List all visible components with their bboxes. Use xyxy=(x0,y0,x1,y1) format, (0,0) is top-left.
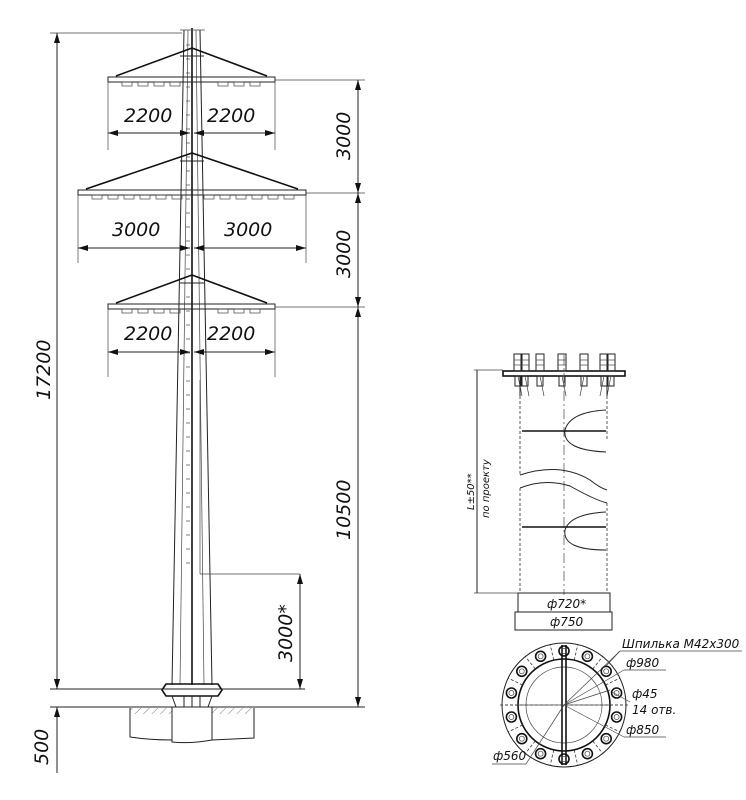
foundation-depth-dimension: 500 xyxy=(31,729,53,765)
tower-elevation xyxy=(50,28,365,744)
bolt-hole xyxy=(524,740,547,760)
bolt-hole xyxy=(581,650,604,670)
bolt-hole xyxy=(573,747,594,766)
bolt-hole xyxy=(534,644,555,663)
hole-diameter-label: ф45 xyxy=(632,687,658,701)
outer-diameter-label: ф750 xyxy=(550,615,584,629)
pole-shaft xyxy=(171,28,300,686)
ladder-dimension: 3000* xyxy=(275,604,297,662)
crossarm-dimensions: 2200 2200 3000 3000 2200 2200 xyxy=(78,105,306,355)
bolt-hole xyxy=(549,749,570,766)
bolt-hole xyxy=(592,732,613,754)
crossarm xyxy=(107,274,276,377)
bolt-hole xyxy=(507,724,528,745)
leader-line xyxy=(563,650,621,706)
bolt-hole xyxy=(610,687,626,706)
bolt-hole xyxy=(515,656,536,678)
shaft-dimension: 10500 xyxy=(333,480,355,540)
arm2-left-dimension: 3000 xyxy=(112,219,160,241)
length-label: L±50** xyxy=(466,473,477,510)
length-note-label: по проекту xyxy=(481,458,492,518)
bolt-hole xyxy=(505,677,523,699)
anchor-stud xyxy=(599,353,609,397)
total-height-dimension: 17200 xyxy=(33,340,55,400)
flange-plan: Шпилька М42х300 ф980 ф45 14 отв. ф850 ф5… xyxy=(492,637,742,768)
leader-line xyxy=(563,704,625,738)
stud-label: Шпилька М42х300 xyxy=(622,637,740,651)
leader-line xyxy=(525,704,565,765)
crossarm xyxy=(77,152,307,263)
foundation xyxy=(50,688,365,744)
arm1-right-dimension: 2200 xyxy=(207,105,255,127)
bolt-hole xyxy=(600,665,621,686)
leader-line xyxy=(563,689,611,706)
d850-label: ф850 xyxy=(626,723,660,737)
anchor-stud xyxy=(535,353,545,397)
arm1-left-dimension: 2200 xyxy=(124,105,172,127)
spacing-2-dimension: 3000 xyxy=(333,230,355,278)
d980-label: ф980 xyxy=(626,656,660,670)
arm2-right-dimension: 3000 xyxy=(224,219,272,241)
crossarm xyxy=(107,47,276,150)
anchor-stud xyxy=(579,353,589,397)
d560-label: ф560 xyxy=(493,749,527,763)
ladder xyxy=(186,44,190,564)
inner-diameter-label: ф720* xyxy=(547,597,586,611)
vertical-dimensions: 3000 3000 10500 17200 3000* 500 xyxy=(31,32,365,773)
anchor-stud xyxy=(520,353,530,397)
anchor-stud xyxy=(606,353,616,397)
base-section-detail: ф720* ф750 L±50** по проекту xyxy=(466,353,626,631)
bolt-hole xyxy=(605,711,623,733)
leader-line xyxy=(563,669,625,706)
spacing-1-dimension: 3000 xyxy=(333,112,355,160)
bolt-hole xyxy=(502,704,518,723)
base-flange xyxy=(161,683,223,708)
arm3-left-dimension: 2200 xyxy=(124,323,172,345)
arm3-right-dimension: 2200 xyxy=(207,323,255,345)
bolt-hole xyxy=(558,644,579,661)
anchor-stud xyxy=(557,353,567,397)
anchor-stud xyxy=(513,353,523,397)
holes-count-label: 14 отв. xyxy=(632,703,676,717)
